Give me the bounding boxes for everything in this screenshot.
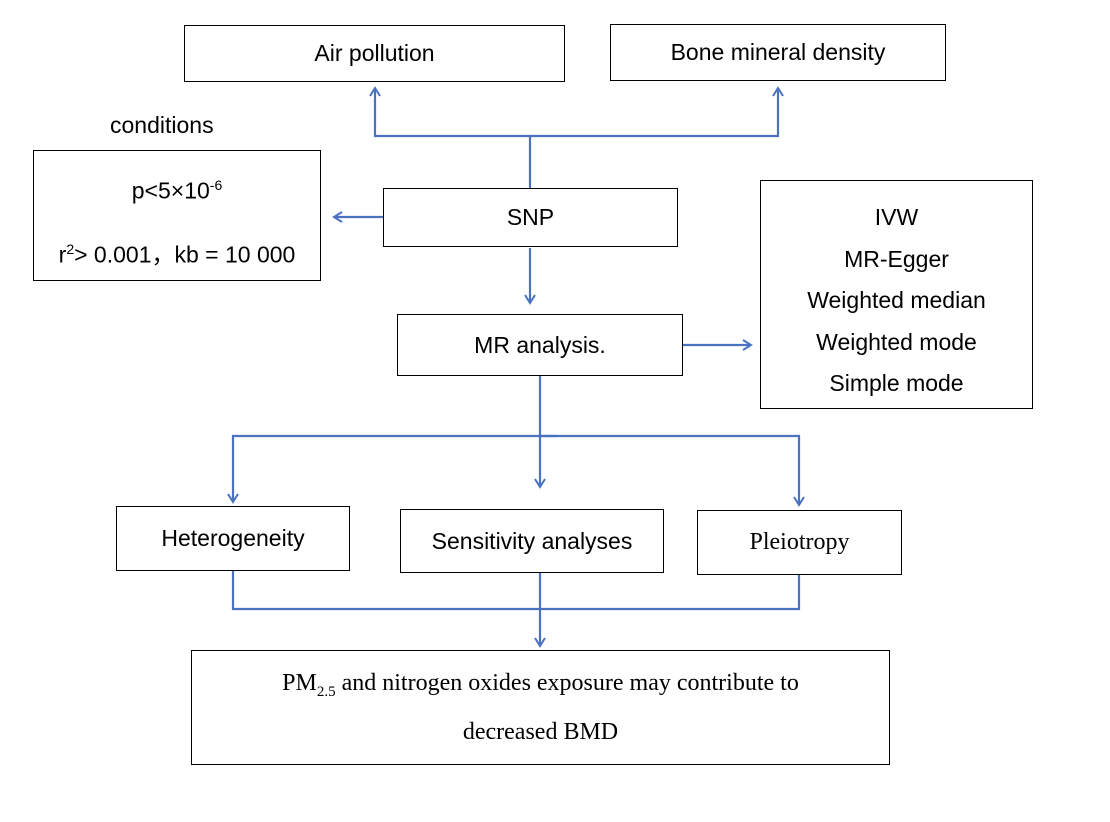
- conditions-heading: conditions: [110, 112, 214, 138]
- method-mr-egger: MR-Egger: [844, 245, 949, 272]
- connector-snp-branch: [369, 86, 532, 188]
- method-ivw: IVW: [874, 204, 919, 230]
- connector-snp-bmd: [530, 86, 784, 138]
- conclusion-box: PM2.5 and nitrogen oxides exposure may c…: [191, 650, 890, 765]
- method-weighted-mode: Weighted mode: [816, 328, 977, 355]
- method-simple-mode: Simple mode: [829, 370, 964, 396]
- air-pollution-label: Air pollution: [314, 40, 435, 66]
- snp-box: SNP: [383, 188, 678, 247]
- snp-label: SNP: [506, 204, 555, 230]
- heterogeneity-label: Heterogeneity: [161, 525, 305, 551]
- pleiotropy-box: Pleiotropy: [697, 510, 902, 575]
- conclusion-line-1: PM2.5 and nitrogen oxides exposure may c…: [282, 670, 799, 700]
- sensitivity-analyses-label: Sensitivity analyses: [431, 527, 633, 554]
- bone-mineral-density-label: Bone mineral density: [670, 39, 886, 65]
- air-pollution-box: Air pollution: [184, 25, 565, 82]
- conditions-box: p<5×10-6 r2> 0.001，kb = 10 000: [33, 150, 321, 281]
- heterogeneity-box: Heterogeneity: [116, 506, 350, 571]
- connector-heterogeneity-merge: [231, 571, 801, 611]
- mr-analysis-label: MR analysis.: [474, 331, 606, 358]
- bone-mineral-density-box: Bone mineral density: [610, 24, 946, 81]
- arrow-branch-heterogeneity: [227, 434, 557, 504]
- arrow-branch-pleiotropy: [540, 434, 805, 507]
- mr-analysis-box: MR analysis.: [397, 314, 683, 376]
- conclusion-line-2: decreased BMD: [462, 718, 619, 745]
- mr-methods-box: IVW MR-Egger Weighted median Weighted mo…: [760, 180, 1033, 409]
- sensitivity-analyses-box: Sensitivity analyses: [400, 509, 664, 573]
- pleiotropy-label: Pleiotropy: [749, 529, 850, 555]
- condition-p-value: p<5×10-6: [131, 177, 223, 204]
- method-weighted-median: Weighted median: [807, 287, 986, 313]
- condition-r2-kb: r2> 0.001，kb = 10 000: [58, 240, 296, 268]
